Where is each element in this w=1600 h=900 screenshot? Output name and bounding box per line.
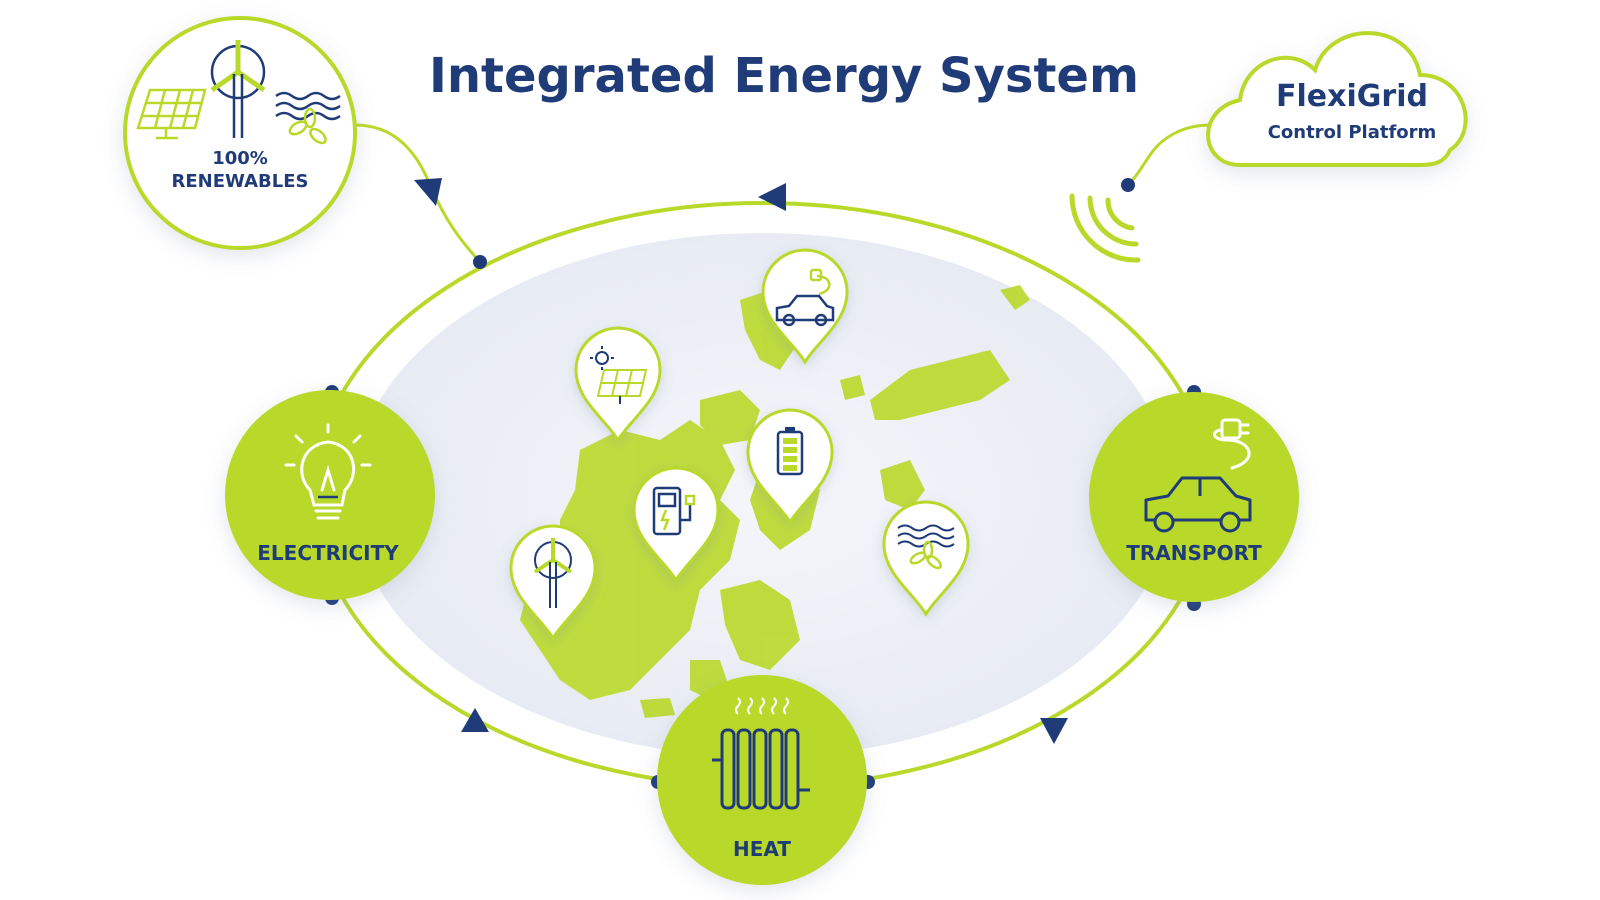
electric-car-icon (1144, 476, 1252, 533)
page-title: Integrated Energy System (429, 48, 1139, 104)
wind-turbine-icon (533, 538, 573, 608)
cloud-connector (1126, 123, 1211, 187)
map-pin-wind-turbine[interactable] (509, 524, 597, 641)
electricity-node: ELECTRICITY (225, 390, 435, 600)
solar-panel-icon (596, 369, 648, 397)
renewables-connector (354, 123, 482, 264)
heat-label: HEAT (733, 837, 791, 861)
heat-waves-icon (735, 697, 789, 715)
battery-icon (776, 427, 804, 476)
flexigrid-cloud: FlexiGrid Control Platform (1206, 31, 1468, 167)
arrow-down-icon (414, 178, 442, 206)
transport-label: TRANSPORT (1126, 541, 1262, 565)
map-pin-solar[interactable] (574, 326, 662, 443)
transport-node: TRANSPORT (1089, 392, 1299, 602)
solar-panel-icon (136, 88, 207, 140)
cloud-title: FlexiGrid (1276, 79, 1428, 114)
arrow-left-icon (758, 183, 786, 211)
radiator-icon (712, 728, 810, 810)
wave-energy-icon (275, 91, 341, 145)
map-pins (509, 248, 970, 641)
cloud-subtitle: Control Platform (1268, 122, 1437, 143)
map-pin-wave-energy[interactable] (882, 500, 970, 617)
arrow-down-icon (1040, 718, 1068, 744)
light-bulb-icon (284, 423, 372, 520)
renewables-label: RENEWABLES (172, 171, 309, 192)
renewables-percent-label: 100% (212, 148, 268, 169)
heat-node: HEAT (657, 675, 867, 885)
wireless-signal-icon (1069, 193, 1141, 263)
electricity-label: ELECTRICITY (257, 541, 399, 565)
sun-icon (590, 346, 614, 370)
map-pin-ev-charger[interactable] (632, 466, 720, 583)
electric-car-icon (775, 294, 835, 327)
plug-icon (1213, 418, 1251, 470)
map-pin-battery[interactable] (746, 408, 834, 525)
wave-energy-icon (897, 524, 955, 570)
wind-turbine-icon (210, 40, 266, 138)
ev-charger-icon (652, 486, 696, 536)
renewables-node: 100% RENEWABLES (123, 16, 357, 250)
arrow-up-icon (461, 708, 489, 732)
map-pin-electric-car[interactable] (761, 248, 849, 365)
